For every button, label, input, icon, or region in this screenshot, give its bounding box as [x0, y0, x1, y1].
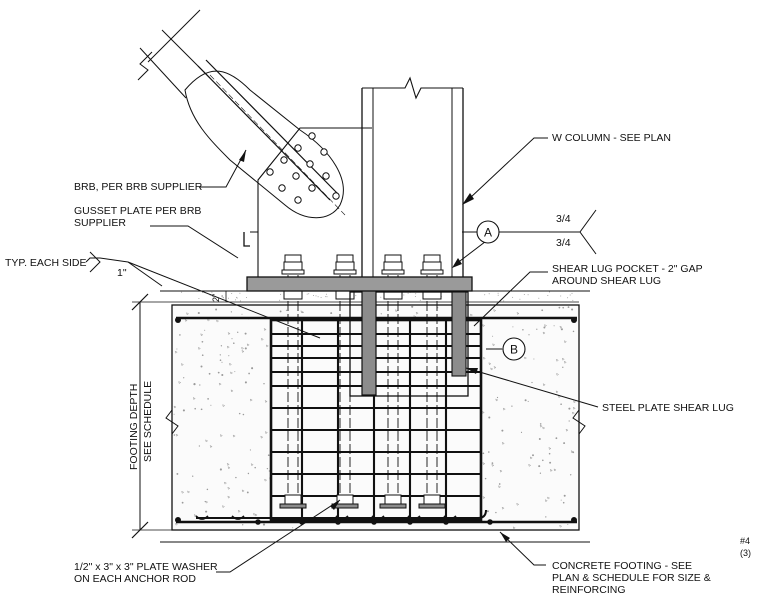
concrete-label-2: PLAN & SCHEDULE FOR SIZE & [552, 572, 711, 584]
bolt-hole [332, 192, 340, 200]
washer [281, 269, 305, 275]
bar-dot [487, 519, 493, 525]
bar-dot [371, 519, 377, 525]
washer-label-1: 1/2" x 3" x 3" PLATE WASHER [74, 561, 218, 573]
shear-lug [349, 289, 469, 397]
cutoff-note-2: (3) [740, 548, 751, 558]
plate-washer [418, 503, 446, 509]
nut [284, 254, 302, 263]
anchor-rods [279, 254, 446, 509]
base-plate [246, 276, 473, 292]
nut [423, 254, 441, 263]
nut [336, 494, 354, 505]
brb-label: BRB, PER BRB SUPPLIER [74, 181, 203, 193]
washer [333, 269, 357, 275]
column-break-line [362, 76, 463, 100]
nut [336, 254, 354, 263]
shear-lug-pocket-label-1: SHEAR LUG POCKET - 2" GAP [552, 263, 703, 275]
anchor-rod [279, 254, 307, 509]
grout-dim-label: 2" [211, 294, 221, 302]
plate-washer [379, 503, 407, 509]
right-break-line [572, 409, 586, 435]
washer-label-2: ON EACH ANCHOR ROD [74, 573, 196, 585]
nut [384, 254, 402, 263]
nut [284, 494, 302, 505]
anchor-rod [418, 254, 446, 509]
bolt-hole [280, 156, 288, 164]
nut [283, 261, 303, 271]
bottom-bar-dots [255, 519, 493, 525]
bar-dot [255, 519, 261, 525]
left-break-line [165, 409, 179, 435]
gusset-label-1: GUSSET PLATE PER BRB [74, 205, 201, 217]
w-column [361, 76, 464, 277]
footing-depth-label-2: SEE SCHEDULE [142, 381, 154, 462]
gusset-plate [243, 127, 372, 277]
bolt-hole [294, 144, 302, 152]
callout-a: A [476, 220, 500, 244]
concrete-label-1: CONCRETE FOOTING - SEE [552, 560, 692, 572]
bolt-hole [306, 160, 314, 168]
one-inch-label: 1" [117, 267, 127, 279]
nut [283, 290, 303, 300]
washer [420, 269, 444, 275]
bolt-hole [308, 132, 316, 140]
concrete-speckle-pattern [173, 291, 577, 530]
typ-each-side-label: TYP. EACH SIDE [5, 257, 87, 269]
bolt-hole [294, 196, 302, 204]
bolt-hole [322, 172, 330, 180]
footing-depth-dimension [131, 293, 172, 539]
w-column-label: W COLUMN - SEE PLAN [552, 132, 671, 144]
nut [384, 494, 402, 505]
washer [381, 269, 405, 275]
callout-b: B [502, 337, 526, 361]
brb-brace [137, 9, 346, 219]
svg-text:B: B [510, 343, 518, 357]
leaders [85, 137, 599, 573]
bolt-hole [308, 184, 316, 192]
shear-lug-pocket-label-2: AROUND SHEAR LUG [552, 275, 661, 287]
bar-dot [443, 519, 449, 525]
cutoff-note-1: #4 [740, 536, 750, 546]
bolt-hole [292, 172, 300, 180]
bolt-hole [278, 184, 286, 192]
bar-dot [335, 519, 341, 525]
cage-grid [195, 320, 487, 520]
svg-text:A: A [484, 226, 492, 240]
nut [383, 261, 403, 271]
concrete-label-3: REINFORCING [552, 584, 626, 596]
steel-plate-shear-lug-label: STEEL PLATE SHEAR LUG [602, 402, 734, 414]
shear-lug-plate [361, 289, 377, 396]
bolt-hole [266, 168, 274, 176]
nut [335, 261, 355, 271]
footing-depth-label-1: FOOTING DEPTH [128, 384, 140, 470]
nut [423, 494, 441, 505]
bar-dot [407, 519, 413, 525]
shear-lug-pocket [349, 291, 469, 397]
anchor-rod [379, 254, 407, 509]
nut [422, 261, 442, 271]
bottom-hook-bar [196, 509, 487, 519]
bolt-hole [320, 148, 328, 156]
gusset-label-2: SUPPLIER [74, 217, 126, 229]
weld-size-top: 3/4 [556, 213, 571, 225]
weld-size-bottom: 3/4 [556, 237, 571, 249]
brb-bolt-holes [266, 132, 340, 204]
plate-washer [279, 503, 307, 509]
